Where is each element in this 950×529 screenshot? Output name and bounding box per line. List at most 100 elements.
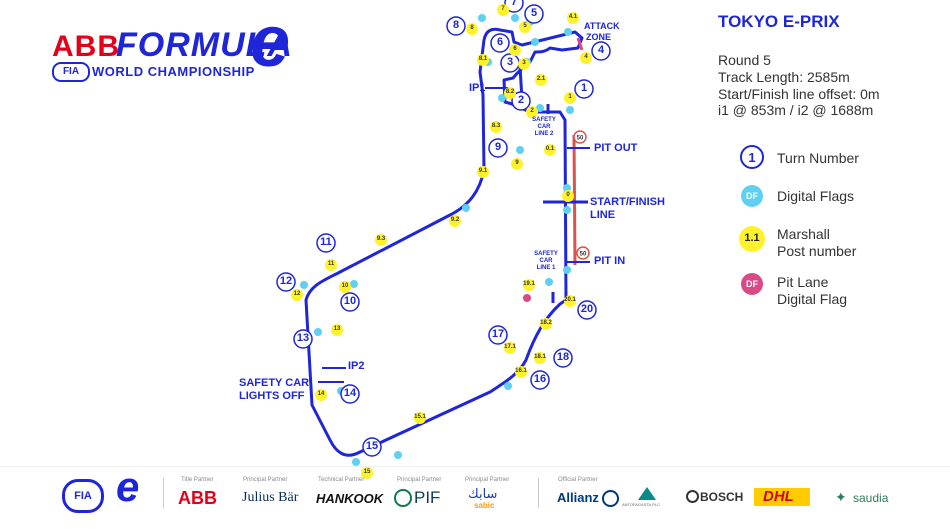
- allianz-eagle-icon: [602, 490, 619, 507]
- marshal-post-number: 15.1: [414, 414, 426, 420]
- marshal-post-number: 13: [333, 326, 341, 332]
- turn-number: 8: [452, 19, 460, 31]
- formula-e-footer-mark: e: [116, 463, 140, 510]
- marshal-markers: [291, 4, 592, 479]
- marshal-post-number: 8.2: [505, 89, 515, 95]
- official-partner-caption: Official Partner: [558, 477, 598, 483]
- sc-lights-label-2: LIGHTS OFF: [239, 390, 305, 402]
- marshal-post-number: 18.1: [534, 354, 546, 360]
- marshal-post-number: 0.1: [545, 146, 555, 152]
- attack-zone-label-1: ATTACK: [584, 21, 620, 31]
- pit-lane: [572, 134, 577, 266]
- marshal-post-number: 0: [566, 192, 570, 198]
- marshal-post-number: 8.3: [491, 123, 501, 129]
- turn-number: 17: [491, 328, 505, 340]
- marshal-post-number: 10: [341, 283, 349, 289]
- turn-number: 15: [365, 440, 379, 452]
- sc-lights-label-1: SAFETY CAR: [239, 377, 310, 389]
- legend-post-label-2: Post number: [777, 243, 857, 259]
- footer-separator-2: [538, 478, 539, 508]
- footer-divider: [0, 466, 950, 467]
- principal-partner-caption-2: Principal Partner: [397, 477, 442, 483]
- dhl-badge: [754, 488, 810, 506]
- marshal-post-number: 12: [293, 291, 301, 297]
- intermediates-text: i1 @ 853m / i2 @ 1688m: [718, 102, 874, 118]
- dhl-logo: DHL: [763, 488, 794, 505]
- marshal-post-number: 8.1: [478, 56, 488, 62]
- abb-partner-logo: ABB: [178, 488, 217, 508]
- marshal-post-number: 4: [584, 54, 588, 60]
- pif-emblem-icon: [394, 489, 412, 507]
- principal-partner-caption-1: Principal Partner: [243, 477, 288, 483]
- saudia-logo: saudia: [853, 491, 889, 505]
- ip2-label: IP2: [348, 360, 365, 372]
- marshal-post-number: 4.1: [568, 14, 578, 20]
- speed-limit-sign-out: [573, 130, 587, 144]
- track-outline: [304, 27, 584, 457]
- marshal-post-number: 16.1: [515, 368, 527, 374]
- abb-logo: ABB: [52, 30, 120, 63]
- legend-post-symbol: 1.1: [744, 232, 760, 244]
- julius-baer-logo: Julius Bär: [242, 490, 299, 505]
- turn-number: 14: [343, 387, 357, 399]
- hankook-logo: Hankook: [316, 491, 384, 506]
- legend-turn-circle: [740, 145, 764, 169]
- speed-limit-sign-in: [576, 246, 590, 260]
- legend-post-label-1: Marshall: [777, 226, 830, 242]
- pit-lane-digital-flag: [523, 294, 531, 302]
- marshal-post-number: 15: [363, 469, 371, 475]
- fia-badge: FIA: [52, 62, 90, 82]
- pit-in-label: PIT IN: [594, 255, 626, 267]
- sc-line2-label: SAFETY CAR LINE 2: [532, 117, 556, 137]
- formula-e-mark: e: [250, 2, 291, 82]
- technical-partner-caption: Technical Partner: [318, 477, 365, 483]
- sabic-logo: sabic: [474, 501, 495, 510]
- turn-number: 11: [320, 236, 332, 248]
- legend-flag-symbol: DF: [746, 191, 758, 201]
- turn-number: 3: [506, 56, 514, 68]
- marshal-post-number: 5: [523, 23, 527, 29]
- ip1-label: IP1: [469, 82, 486, 94]
- pif-logo: PIF: [414, 488, 441, 507]
- fia-footer-logo: FIA: [62, 479, 104, 513]
- footer-separator-1: [163, 478, 164, 508]
- round-text: Round 5: [718, 52, 771, 68]
- marshal-post-number: 3: [522, 60, 526, 66]
- turn-number: 20: [580, 303, 594, 315]
- pit-out-label: PIT OUT: [594, 142, 638, 154]
- turn-number: 10: [343, 295, 357, 307]
- marshal-post-number: 8: [470, 25, 474, 31]
- antofagasta-logo: ANTOFAGASTA PLC: [622, 502, 660, 507]
- allianz-logo: Allianz: [557, 490, 599, 505]
- bosch-armature-icon: [686, 490, 699, 503]
- attack-zone-accent: [576, 37, 584, 51]
- turn-number: 12: [279, 275, 293, 287]
- turn-markers: [276, 0, 611, 457]
- marshal-post-number: 2: [530, 108, 534, 114]
- turn-number: 9: [494, 141, 502, 153]
- legend-post-circle: [739, 226, 765, 252]
- event-title: TOKYO E-PRIX: [718, 12, 840, 31]
- turn-number: 5: [530, 7, 538, 19]
- track-length-text: Track Length: 2585m: [718, 69, 850, 85]
- marshal-post-number: 6: [513, 46, 517, 52]
- marshal-post-number: 20.1: [564, 297, 576, 303]
- saudia-palm-icon: ✦: [835, 489, 847, 505]
- turn-number: 16: [533, 373, 547, 385]
- legend-flag-circle: [741, 185, 763, 207]
- legend-pitflag-circle: [741, 273, 763, 295]
- marshal-post-number: 7: [501, 6, 505, 12]
- marshal-post-number: 9.1: [478, 168, 488, 174]
- sf-offset-text: Start/Finish line offset: 0m: [718, 86, 880, 102]
- legend-flag-label: Digital Flags: [777, 188, 855, 204]
- marshal-post-number: 11: [327, 261, 335, 267]
- marshal-post-number: 18.2: [540, 320, 552, 326]
- sc-line1-label: SAFETY CAR LINE 1: [534, 251, 558, 271]
- formula-logo: FORMULA: [116, 26, 293, 64]
- marshal-post-number: 1: [568, 94, 572, 100]
- world-championship-text: WORLD CHAMPIONSHIP: [92, 64, 255, 79]
- legend-pitflag-label-1: Pit Lane: [777, 274, 829, 290]
- start-finish-label-2: LINE: [590, 209, 616, 221]
- marshal-post-number: 14: [317, 391, 325, 397]
